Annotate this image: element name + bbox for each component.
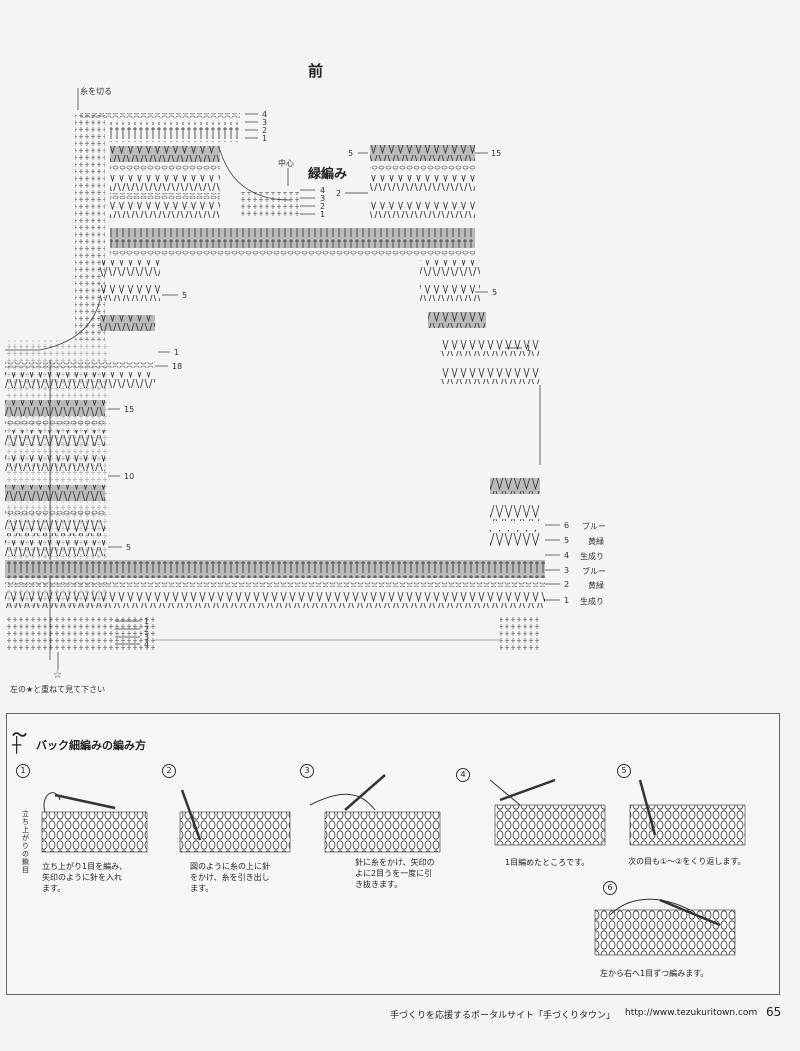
step-number: 2 — [162, 764, 176, 778]
row-marker: 4 — [320, 186, 326, 195]
bottom-band — [5, 560, 545, 641]
row-marker: 5 — [348, 149, 354, 158]
color-row-num: 6 — [564, 521, 570, 530]
back-single-crochet-symbol-icon: 〜 ┼ — [12, 726, 28, 754]
page-number: 65 — [766, 1005, 782, 1019]
page-title: 前 — [308, 62, 324, 80]
step-6-illustration — [594, 898, 736, 956]
step-text: 次の目も①〜②をくり返します。 — [628, 857, 746, 866]
row-marker: 4 — [144, 640, 150, 649]
cut-yarn-label: 糸を切る — [80, 87, 112, 96]
star-note: 左の★と重ねて見て下さい — [10, 685, 106, 694]
row-marker: 5 — [182, 291, 188, 300]
row-marker: 2 — [262, 126, 268, 135]
right-panel — [370, 145, 541, 650]
step-4-illustration — [489, 778, 606, 846]
row-marker: 15 — [124, 405, 135, 414]
color-row-name: ブルー — [582, 567, 606, 576]
row-marker: 3 — [144, 633, 150, 642]
row-marker: 2 — [320, 202, 326, 211]
row-arrows — [57, 88, 560, 670]
color-row-name: 生成り — [580, 552, 604, 561]
center-band — [110, 192, 475, 256]
row-marker: 5 — [126, 543, 132, 552]
step-2-illustration — [179, 789, 291, 853]
row-marker: 1 — [144, 617, 150, 626]
step-1-illustration — [41, 792, 148, 853]
color-row-name: 黄緑 — [588, 581, 604, 590]
color-row-name: ブルー — [582, 522, 606, 531]
crochet-chart — [5, 88, 560, 670]
section-label: 緑編み — [308, 167, 348, 182]
side-label: 立ち上がりの鎖目 — [22, 810, 29, 874]
step-number: 1 — [16, 764, 30, 778]
color-row-name: 黄緑 — [588, 537, 604, 546]
instruction-illustrations — [41, 774, 746, 956]
step-5-illustration — [629, 779, 746, 846]
step-number: 5 — [617, 764, 631, 778]
footer-portal: 手づくりを応援するポータルサイト「手づくりタウン」 — [390, 1011, 616, 1021]
row-marker: 1 — [174, 348, 180, 357]
step-text: 図のように糸の上に針 をかけ、糸を引き出し ます。 — [190, 862, 270, 893]
row-marker: 18 — [172, 362, 183, 371]
row-marker: 2 — [336, 189, 342, 198]
step-text: 左から右へ1目ずつ編みます。 — [600, 969, 709, 978]
row-marker: 1 — [320, 210, 326, 219]
instructions-title: バック細編みの編み方 — [36, 739, 146, 752]
color-row-num: 4 — [564, 551, 570, 560]
color-row-name: 生成り — [580, 597, 604, 606]
color-row-num: 3 — [564, 566, 570, 575]
step-text: 1目編めたところです。 — [505, 858, 590, 867]
step-text: 立ち上がり1目を編み、 矢印のように針を入れ ます。 — [42, 862, 128, 893]
step-number: 6 — [603, 881, 617, 895]
footer-url[interactable]: http://www.tezukuritown.com — [625, 1008, 758, 1018]
step-3-illustration — [309, 774, 441, 853]
color-row-num: 5 — [564, 536, 570, 545]
star-mark: ☆ — [53, 670, 62, 681]
color-row-num: 2 — [564, 580, 570, 589]
row-marker: 1 — [262, 134, 268, 143]
row-marker: 5 — [492, 288, 498, 297]
step-number: 4 — [456, 768, 470, 782]
row-marker: 2 — [144, 625, 150, 634]
row-marker: 3 — [320, 194, 326, 203]
row-marker: 1 — [526, 344, 532, 353]
row-marker: 10 — [124, 472, 135, 481]
step-text: 針に糸をかけ、矢印の よに2目うを一度に引 き抜きます。 — [355, 858, 435, 889]
color-row-num: 1 — [564, 596, 570, 605]
row-marker: 3 — [262, 118, 268, 127]
center-label: 中心 — [278, 159, 294, 168]
step-number: 3 — [300, 764, 314, 778]
row-marker: 4 — [262, 110, 268, 119]
row-marker: 15 — [491, 149, 502, 158]
